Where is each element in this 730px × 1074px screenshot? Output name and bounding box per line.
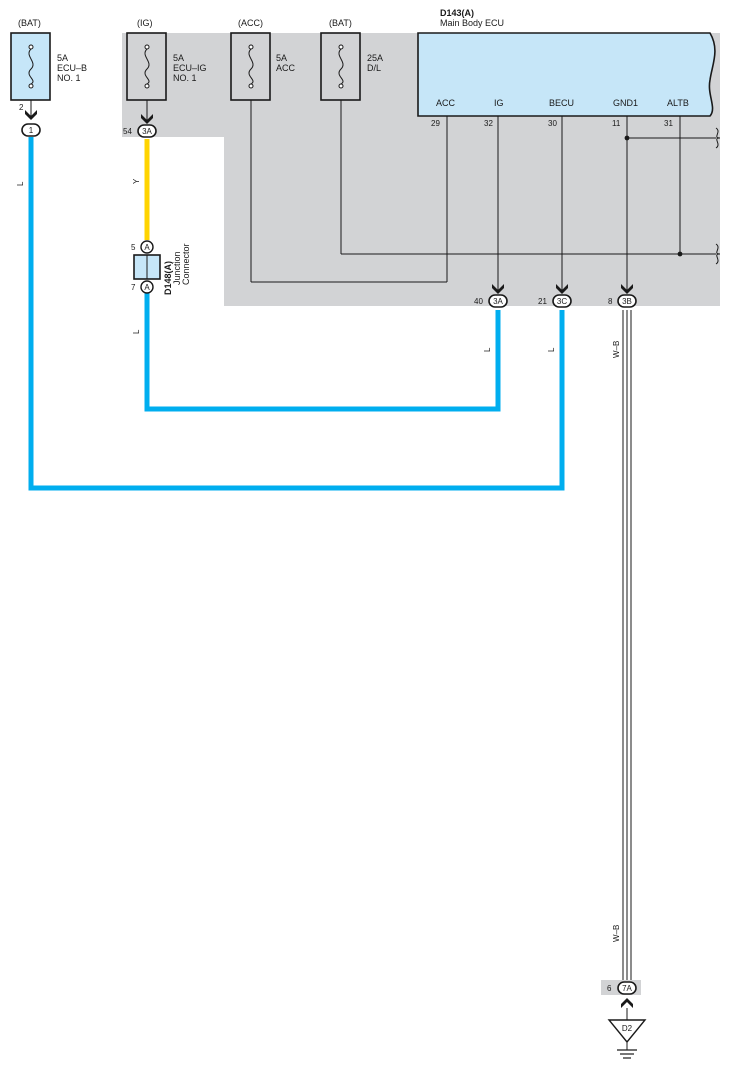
- svg-text:D2: D2: [622, 1024, 633, 1033]
- connector-arrows: [25, 110, 633, 1008]
- continuation-curl-2: [715, 243, 721, 265]
- ecu-pin-11: 11: [612, 119, 621, 128]
- ecu-pin-31: 31: [664, 119, 673, 128]
- wire-l-junction-to-40: [144, 293, 501, 412]
- wire-w-b: [622, 310, 632, 980]
- fuse-ecu-ig-no1: [126, 32, 167, 101]
- wire-label-l-1: L: [16, 181, 25, 186]
- wire-l-bat-to-21: [28, 137, 565, 491]
- fuse2-rating: 5A: [173, 53, 184, 63]
- ecu-name: Main Body ECU: [440, 18, 504, 28]
- junction-name-2: Connector: [181, 243, 191, 285]
- connector-21: 3C: [552, 294, 572, 308]
- junction-bottom-pin: 7: [131, 283, 136, 292]
- ground-d2-symbol: D2: [607, 1008, 647, 1059]
- ecu-terminal-altb: ALTB: [667, 98, 689, 108]
- ecu-pin-29: 29: [431, 119, 440, 128]
- internal-wiring: [30, 100, 716, 292]
- connector-54: 3A: [137, 124, 157, 138]
- ecu-terminal-becu: BECU: [549, 98, 574, 108]
- fuse2-name-1: ECU–IG: [173, 63, 207, 73]
- splice-gnd1: [624, 135, 630, 141]
- fuse3-rating: 5A: [276, 53, 287, 63]
- fuse1-source: (BAT): [18, 18, 41, 28]
- connector-54-pin: 54: [123, 127, 132, 136]
- ecu-terminal-acc: ACC: [436, 98, 456, 108]
- connector-40: 3A: [488, 294, 508, 308]
- ecu-terminal-ig: IG: [494, 98, 504, 108]
- svg-text:A: A: [144, 283, 150, 292]
- ecu-pin-32: 32: [484, 119, 493, 128]
- fuse3-name-1: ACC: [276, 63, 296, 73]
- harness-wires: [28, 137, 565, 491]
- fuse1-name-1: ECU–B: [57, 63, 87, 73]
- splice-altb: [677, 251, 683, 257]
- fuse4-rating: 25A: [367, 53, 383, 63]
- main-body-ecu-box: [417, 32, 716, 117]
- fuse2-source: (IG): [137, 18, 153, 28]
- junction-connector: A A: [133, 240, 161, 294]
- fuse2-name-2: NO. 1: [173, 73, 197, 83]
- connector-40-pin: 40: [474, 297, 483, 306]
- fuse1-rating: 5A: [57, 53, 68, 63]
- connector-6-pin: 6: [607, 984, 612, 993]
- wire-label-y: Y: [132, 178, 141, 184]
- wire-label-w-b-1: W–B: [612, 341, 621, 358]
- svg-text:3B: 3B: [622, 297, 632, 306]
- ecu-code: D143(A): [440, 8, 474, 18]
- connector-21-pin: 21: [538, 297, 547, 306]
- fuse1-pin: 2: [19, 103, 24, 112]
- svg-text:1: 1: [29, 126, 34, 135]
- fuse3-source: (ACC): [238, 18, 263, 28]
- wire-label-w-b-2: W–B: [612, 925, 621, 942]
- fuse-acc: [230, 32, 271, 101]
- ecu-terminal-gnd1: GND1: [613, 98, 638, 108]
- fuse-dl: [320, 32, 361, 101]
- fuse1-name-2: NO. 1: [57, 73, 81, 83]
- svg-text:A: A: [144, 243, 150, 252]
- connector-6: 7A: [617, 981, 637, 995]
- connector-8: 3B: [617, 294, 637, 308]
- connector-1: 1: [21, 123, 41, 137]
- svg-text:3C: 3C: [557, 297, 567, 306]
- junction-name-1: Junction: [172, 251, 182, 285]
- fuse-ecu-b-no1: [10, 32, 51, 101]
- wire-label-l-2: L: [132, 329, 141, 334]
- wire-label-l-3: L: [483, 347, 492, 352]
- svg-text:3A: 3A: [142, 127, 152, 136]
- svg-text:3A: 3A: [493, 297, 503, 306]
- svg-text:7A: 7A: [622, 984, 632, 993]
- continuation-curl-1: [715, 127, 721, 149]
- fuse4-source: (BAT): [329, 18, 352, 28]
- fuse4-name-1: D/L: [367, 63, 381, 73]
- junction-top-pin: 5: [131, 243, 136, 252]
- connector-8-pin: 8: [608, 297, 613, 306]
- ecu-pin-30: 30: [548, 119, 557, 128]
- wire-label-l-4: L: [547, 347, 556, 352]
- junction-code: D148(A): [163, 261, 173, 295]
